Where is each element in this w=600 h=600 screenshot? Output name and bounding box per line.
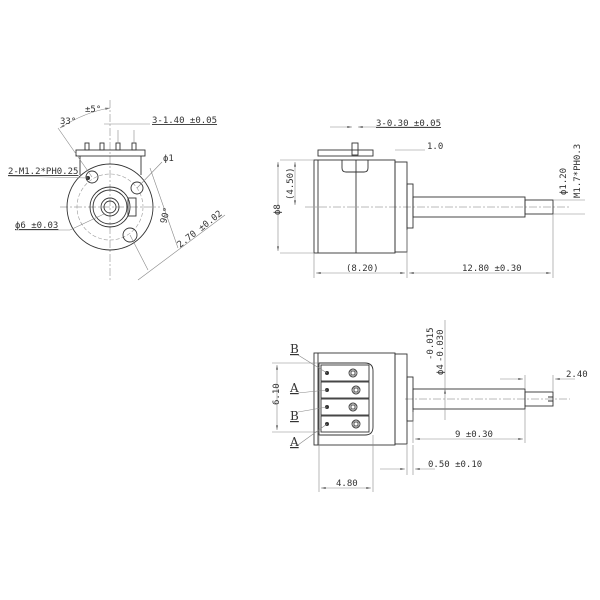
tip-length-label: 2.40: [566, 370, 588, 380]
flange-label: 1.0: [427, 142, 443, 152]
terminal-rows: [320, 364, 370, 433]
pin-width-label: 3-1.40 ±0.05: [152, 116, 217, 126]
terminal-label-3: B: [290, 409, 299, 423]
front-view: 33° ±5° 3-1.40 ±0.05 2-M1.2*PH0.25 ϕ1 ϕ6…: [7, 100, 226, 281]
angle-label: 33°: [60, 117, 76, 127]
shaft-dia-label: ϕ4: [436, 364, 446, 375]
angle-tolerance-label: ±5°: [85, 105, 101, 115]
collar-label: 0.50 ±0.10: [428, 460, 482, 470]
hole-dia-label: ϕ1: [163, 154, 174, 164]
thread-label: 2-M1.2*PH0.25: [8, 167, 78, 177]
hub-dia-label: ϕ6 ±0.03: [15, 221, 58, 231]
side-view: 3-0.30 ±0.05 1.0 ϕ8 (4.50) (8.20) 12.80 …: [273, 119, 585, 278]
shaft-length-label: 12.80 ±0.30: [462, 264, 522, 274]
bottom-view: B A B A 6.10 ϕ4 -0.030 -0.015 2.40 9 ±0.…: [272, 320, 588, 492]
tip-dia-label: ϕ1.20: [559, 168, 569, 195]
terminal-block-label: 4.80: [336, 479, 358, 489]
body-dia-label: ϕ8: [273, 204, 283, 215]
terminal-span-label: 6.10: [272, 383, 282, 405]
shaft-length-label: 9 ±0.30: [455, 430, 493, 440]
pin-width-label: 3-0.30 ±0.05: [376, 119, 441, 129]
terminal-label-1: B: [290, 342, 299, 356]
thread-label: M1.7*PH0.3: [573, 144, 583, 198]
terminal-label-2: A: [289, 381, 299, 395]
shaft-tol-upper-label: -0.015: [426, 327, 436, 360]
front-pins: [84, 142, 137, 151]
hole-spacing-label: 2.70 ±0.02: [176, 209, 225, 250]
right-angle-label: 90°: [159, 206, 173, 224]
half-height-label: (4.50): [286, 167, 296, 200]
body-length-label: (8.20): [346, 264, 379, 274]
terminal-label-4: A: [289, 435, 299, 449]
shaft-tol-lower-label: -0.030: [436, 329, 446, 362]
